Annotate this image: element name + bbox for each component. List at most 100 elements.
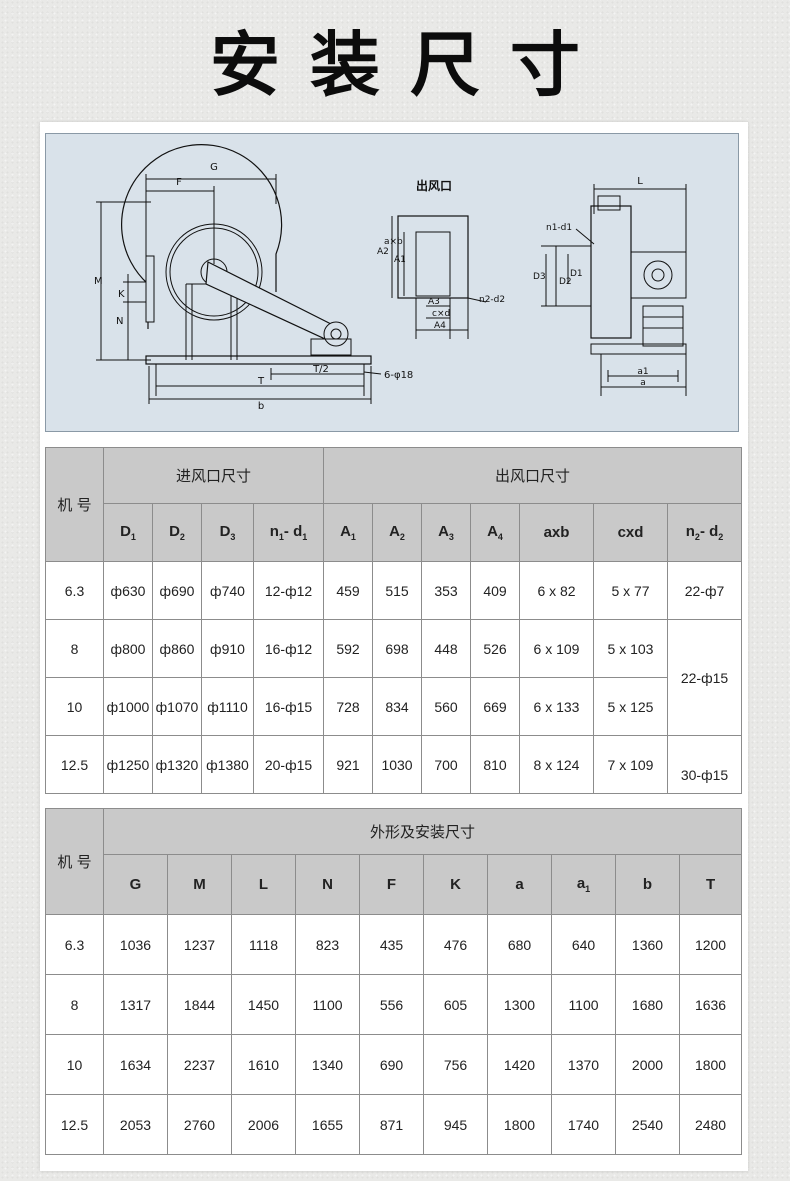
label-a1: A1: [394, 255, 406, 265]
value-cell: 1370: [551, 1034, 616, 1095]
page-title: 安装尺寸: [210, 23, 610, 106]
base-frame: [145, 355, 372, 365]
model-cell: 10: [45, 1034, 104, 1095]
column-header-main: axb: [543, 524, 570, 541]
model-cell: 6.3: [45, 561, 104, 620]
value-cell: 698: [372, 619, 423, 678]
value-cell: 1340: [295, 1034, 360, 1095]
model-cell: 10: [45, 677, 104, 736]
value-cell: 409: [470, 561, 521, 620]
value-cell: 448: [421, 619, 472, 678]
value-cell: 8 x 124: [519, 735, 595, 794]
value-cell: 20-ф15: [252, 735, 325, 794]
value-cell: ф740: [201, 561, 254, 620]
value-cell: 515: [372, 561, 423, 620]
column-header-main: A: [487, 523, 498, 540]
label-l: L: [637, 176, 643, 187]
value-cell: ф1250: [103, 735, 153, 794]
value-cell: 945: [423, 1094, 488, 1155]
n2d2-cell: 30-ф15: [667, 735, 743, 794]
value-cell: 834: [372, 677, 423, 736]
label-n1d1: n1-d1: [546, 223, 572, 233]
column-header: G: [103, 854, 168, 915]
value-cell: ф860: [152, 619, 202, 678]
column-header: A2: [372, 503, 423, 562]
label-n2d2: n2-d2: [479, 295, 505, 305]
value-cell: 2000: [615, 1034, 680, 1095]
value-cell: 7 x 109: [593, 735, 669, 794]
value-cell: 2480: [678, 1094, 743, 1155]
column-header-main: N: [322, 876, 333, 893]
value-cell: 1636: [678, 974, 743, 1035]
column-header: n2- d2: [667, 503, 743, 562]
column-header-main: D: [169, 523, 180, 540]
label-d2: D2: [559, 277, 572, 287]
value-cell: 1118: [231, 914, 296, 975]
column-header-main: A: [438, 523, 449, 540]
column-header-sub: 2: [399, 532, 405, 542]
label-bolt: 6-φ18: [384, 370, 413, 381]
label-a1-side: a1: [637, 367, 648, 377]
value-cell: 5 x 103: [593, 619, 669, 678]
label-g: G: [210, 162, 218, 173]
column-header: A4: [470, 503, 521, 562]
value-cell: 680: [487, 914, 552, 975]
model-header: 机 号: [45, 808, 104, 915]
column-header: A3: [421, 503, 472, 562]
column-header: D1: [103, 503, 153, 562]
label-cxd: c×d: [432, 309, 450, 319]
value-cell: 1237: [167, 914, 232, 975]
value-cell: 476: [423, 914, 488, 975]
value-cell: 2053: [103, 1094, 168, 1155]
outlet-group-header: 出风口尺寸: [323, 447, 743, 504]
value-cell: 2760: [167, 1094, 232, 1155]
value-cell: 1800: [678, 1034, 743, 1095]
model-cell: 12.5: [45, 1094, 104, 1155]
model-cell: 8: [45, 974, 104, 1035]
outlet-flange: [397, 215, 469, 299]
value-cell: ф630: [103, 561, 153, 620]
value-cell: 1030: [372, 735, 423, 794]
value-cell: 1420: [487, 1034, 552, 1095]
value-cell: 1610: [231, 1034, 296, 1095]
value-cell: ф1000: [103, 677, 153, 736]
value-cell: 700: [421, 735, 472, 794]
value-cell: 6 x 109: [519, 619, 595, 678]
value-cell: 1360: [615, 914, 680, 975]
label-d1: D1: [570, 269, 583, 279]
column-header-main: L: [258, 876, 269, 893]
value-cell: 2237: [167, 1034, 232, 1095]
column-header: D2: [152, 503, 202, 562]
value-cell: ф800: [103, 619, 153, 678]
value-cell: 6 x 82: [519, 561, 595, 620]
label-b: b: [258, 401, 264, 412]
value-cell: ф910: [201, 619, 254, 678]
value-cell: 560: [421, 677, 472, 736]
value-cell: 6 x 133: [519, 677, 595, 736]
value-cell: 16-ф15: [252, 677, 325, 736]
column-header: K: [423, 854, 488, 915]
column-header-sub: 1: [278, 532, 284, 542]
value-cell: 5 x 125: [593, 677, 669, 736]
column-header-sub: 3: [230, 532, 236, 542]
column-header-sub: 1: [585, 884, 591, 894]
value-cell: 16-ф12: [252, 619, 325, 678]
value-cell: ф1380: [201, 735, 254, 794]
value-cell: 1300: [487, 974, 552, 1035]
value-cell: 605: [423, 974, 488, 1035]
column-header: D3: [201, 503, 254, 562]
column-header-sub: 2: [179, 532, 185, 542]
inlet-group-header: 进风口尺寸: [102, 447, 325, 504]
value-cell: 592: [323, 619, 374, 678]
model-header: 机 号: [45, 447, 104, 562]
value-cell: ф1110: [201, 677, 254, 736]
value-cell: 1036: [103, 914, 168, 975]
